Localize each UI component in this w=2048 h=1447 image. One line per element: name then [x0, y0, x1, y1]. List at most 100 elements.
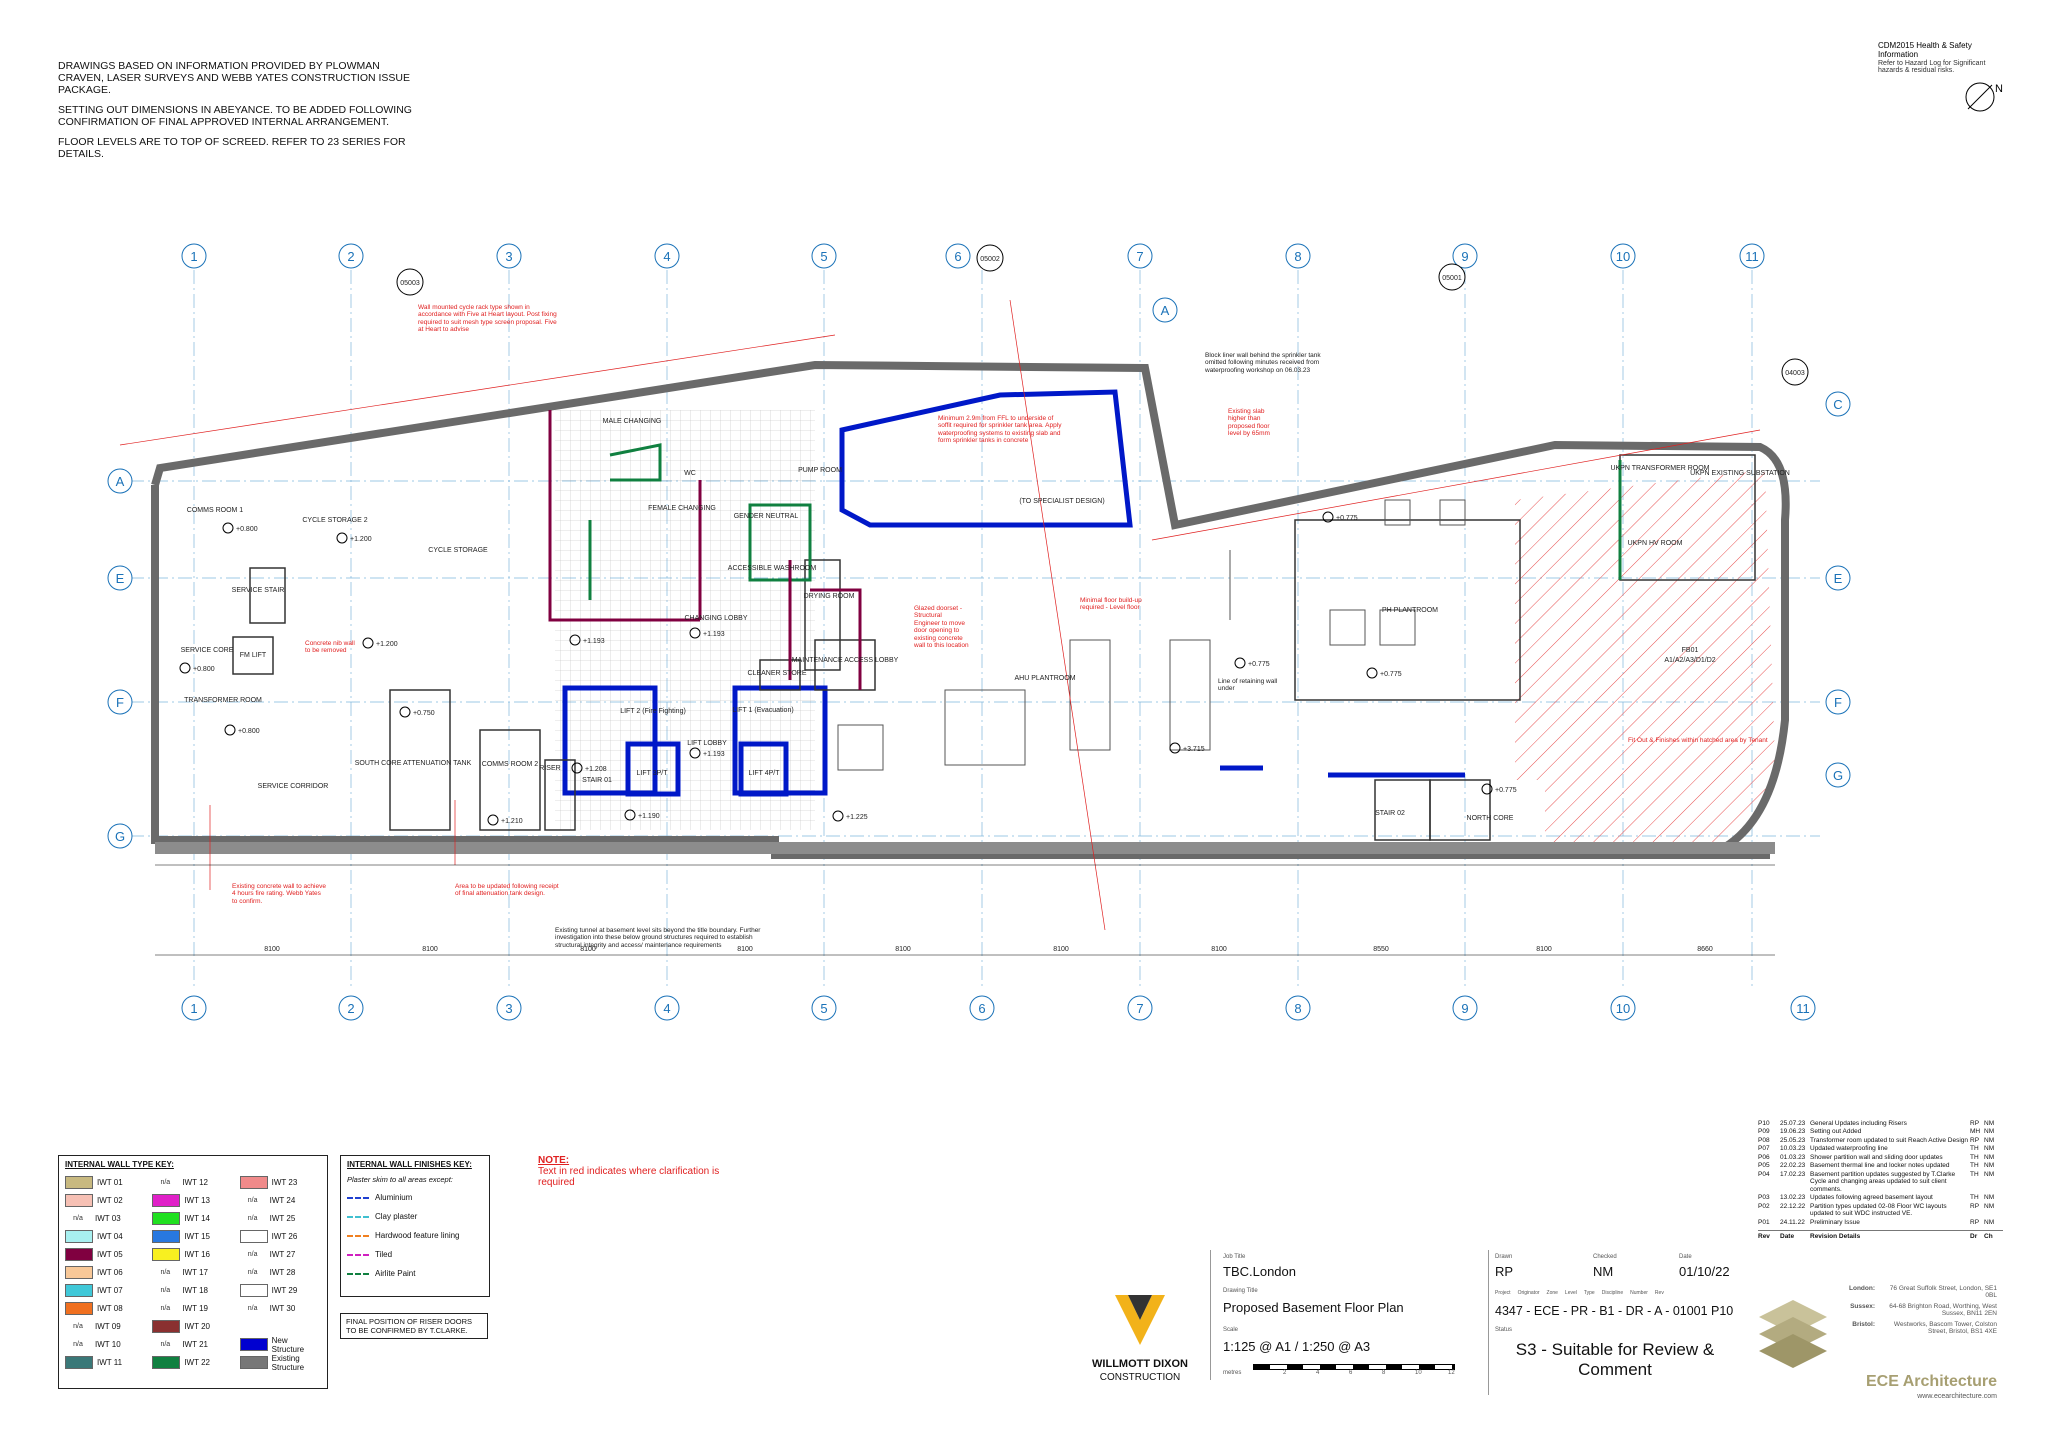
- office-entry: Bristol:Westworks, Bascom Tower, Colston…: [1837, 1321, 1997, 1336]
- revision-ch: NM: [1984, 1136, 1995, 1144]
- svg-text:1: 1: [190, 249, 197, 264]
- wall-key-swatch: [152, 1230, 181, 1243]
- revision-desc: Transformer room updated to suit Reach A…: [1810, 1136, 1968, 1144]
- svg-text:+1.193: +1.193: [703, 751, 725, 758]
- svg-text:C: C: [1833, 397, 1842, 412]
- room-male: MALE CHANGING: [603, 418, 662, 425]
- svg-text:05002: 05002: [980, 256, 1000, 263]
- level-marker: +0.775: [1322, 511, 1358, 523]
- note-glazed-door: Glazed doorset - Structural Engineer to …: [914, 605, 969, 650]
- note-2: SETTING OUT DIMENSIONS IN ABEYANCE. TO B…: [58, 104, 412, 129]
- wall-key-item: IWT 13: [152, 1193, 233, 1208]
- level-marker: +1.225: [832, 810, 868, 822]
- level-marker: +0.775: [1366, 667, 1402, 679]
- revision-date: 01.03.23: [1780, 1153, 1806, 1161]
- wall-key-label: IWT 04: [97, 1232, 123, 1241]
- svg-text:+0.775: +0.775: [1495, 787, 1517, 794]
- wall-key-swatch: [65, 1266, 93, 1279]
- svg-text:3: 3: [505, 1001, 512, 1016]
- section-ref-2: 05002: [976, 244, 1004, 272]
- wall-key-swatch: n/a: [247, 1251, 258, 1258]
- room-stair01: STAIR 01: [582, 777, 612, 784]
- svg-text:+3.715: +3.715: [1183, 746, 1205, 753]
- svg-text:N: N: [1995, 83, 2003, 95]
- room-ahu: AHU PLANTROOM: [1014, 675, 1075, 682]
- svg-text:2: 2: [347, 249, 354, 264]
- wall-key-label: IWT 11: [97, 1358, 123, 1367]
- room-lift4: LIFT 4P/T: [749, 770, 781, 777]
- revision-dr: RP: [1970, 1202, 1980, 1210]
- client-name: WILLMOTT DIXON: [1092, 1358, 1188, 1370]
- revision-ch: NM: [1984, 1128, 1995, 1136]
- wall-key-swatch: n/a: [73, 1215, 83, 1222]
- revision-dr: TH: [1970, 1170, 1979, 1178]
- wall-key-label: New Structure: [271, 1335, 305, 1354]
- room-female: FEMALE CHANGING: [648, 505, 716, 512]
- north-arrow-icon: N: [1965, 82, 2003, 112]
- svg-text:8: 8: [1294, 249, 1301, 264]
- note-existing-slab: Existing slab higher than proposed floor…: [1228, 408, 1270, 438]
- wall-key-swatch: n/a: [160, 1341, 171, 1348]
- wall-key-label: IWT 25: [269, 1214, 296, 1223]
- wall-key-item: IWT 15: [152, 1229, 233, 1244]
- svg-text:3: 3: [505, 249, 512, 264]
- room-riser: RISER: [539, 765, 560, 772]
- note-block-liner: Block liner wall behind the sprinkler ta…: [1205, 352, 1321, 374]
- wall-key-item: IWT 22: [152, 1355, 233, 1370]
- office-city: Bristol:: [1852, 1320, 1875, 1328]
- office-city: Sussex:: [1850, 1302, 1875, 1310]
- wall-key-item: IWT 02: [65, 1193, 146, 1208]
- wall-key-label: IWT 12: [182, 1178, 208, 1187]
- office-entry: Sussex:64-68 Brighton Road, Worthing, We…: [1837, 1303, 1997, 1318]
- wall-key-label: IWT 30: [269, 1304, 296, 1313]
- revision-dr: TH: [1970, 1153, 1979, 1161]
- wall-key-swatch: [65, 1176, 93, 1189]
- room-lift1: LIFT 1 (Evacuation): [732, 707, 793, 714]
- office-entry: London:76 Great Suffolk Street, London, …: [1837, 1285, 1997, 1300]
- revision-date: 24.11.22: [1780, 1218, 1805, 1226]
- wall-key-swatch: n/a: [73, 1323, 83, 1330]
- revision-rev: P01: [1758, 1218, 1770, 1226]
- svg-text:+0.775: +0.775: [1380, 671, 1402, 678]
- tenant-hatch-area: [1515, 470, 1775, 850]
- room-labels: COMMS ROOM 1 CYCLE STORAGE 2 CYCLE STORA…: [181, 418, 1790, 822]
- room-cycle2: CYCLE STORAGE 2: [302, 517, 367, 524]
- svg-text:6: 6: [978, 1001, 985, 1016]
- svg-text:+1.200: +1.200: [376, 641, 398, 648]
- revision-rev: P08: [1758, 1136, 1770, 1144]
- svg-text:5: 5: [820, 1001, 827, 1016]
- wall-key-swatch: [65, 1194, 93, 1207]
- revision-dr: RP: [1970, 1218, 1980, 1226]
- revision-desc: Basement partition updates suggested by …: [1810, 1170, 1956, 1193]
- revision-dr: TH: [1970, 1145, 1979, 1153]
- svg-text:+0.800: +0.800: [238, 728, 260, 735]
- wall-key-label: IWT 19: [182, 1304, 208, 1313]
- wall-key-label: IWT 28: [269, 1268, 296, 1277]
- finishes-key: INTERNAL WALL FINISHES KEY: Plaster skim…: [340, 1155, 490, 1297]
- finish-key-label: Airlite Paint: [375, 1269, 416, 1278]
- level-marker: +1.193: [569, 634, 605, 646]
- revision-desc: Updates following agreed basement layout: [1810, 1194, 1933, 1202]
- grid-bubbles-rows: A E F G C E F G: [107, 391, 1851, 849]
- finish-key-line: [347, 1234, 369, 1237]
- room-wc: WC: [684, 470, 696, 477]
- wall-key-swatch: [152, 1320, 181, 1333]
- wall-key-label: IWT 29: [271, 1286, 298, 1295]
- svg-text:+1.190: +1.190: [638, 813, 660, 820]
- svg-text:11: 11: [1796, 1001, 1810, 1016]
- svg-text:A: A: [1161, 303, 1170, 318]
- revision-rev: P02: [1758, 1202, 1770, 1210]
- wall-key-item: IWT 20: [152, 1319, 233, 1334]
- level-marker: +0.775: [1481, 783, 1517, 795]
- bottom-spacings: 8100 8100 8100 8100 8100 8100 8100 8550 …: [264, 946, 1713, 953]
- ece-logo-icon: [1759, 1300, 1827, 1368]
- note-red-title: NOTE:: [538, 1155, 570, 1166]
- svg-text:8660: 8660: [1697, 946, 1713, 953]
